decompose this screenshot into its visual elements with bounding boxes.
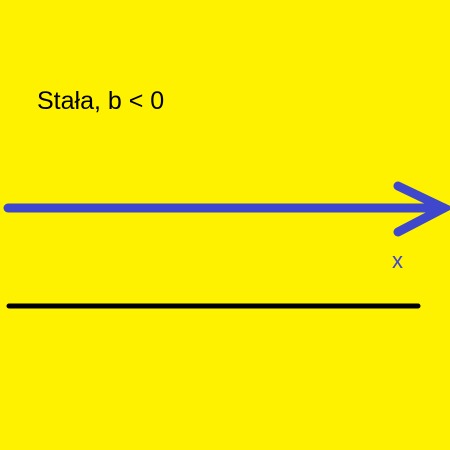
x-axis-arrow-head (393, 181, 450, 237)
x-axis-label: x (392, 248, 403, 273)
diagram-title: Stała, b < 0 (37, 87, 165, 115)
